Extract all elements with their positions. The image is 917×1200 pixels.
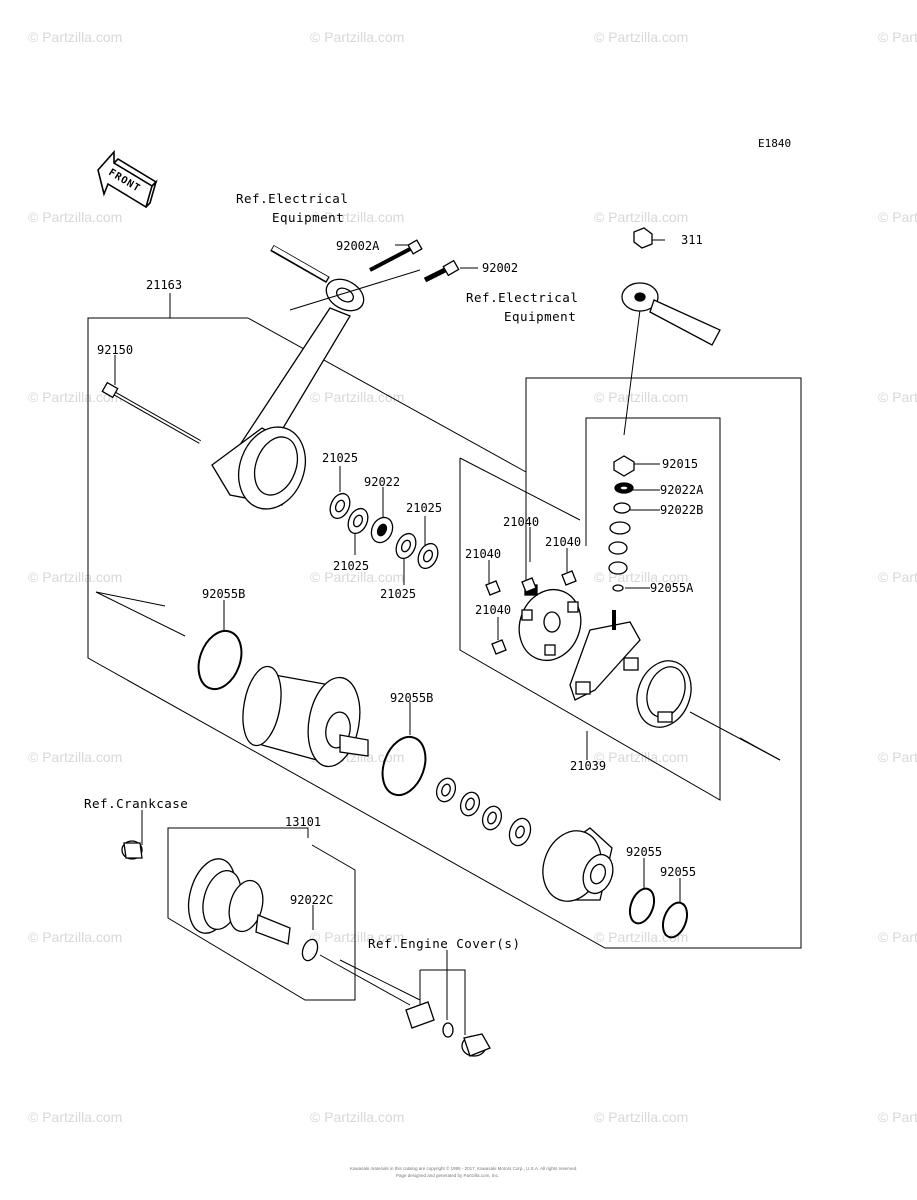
watermark: © Partzilla.com bbox=[310, 209, 404, 225]
part-label: 92022B bbox=[660, 503, 703, 517]
watermark: © Partzilla.com bbox=[310, 1109, 404, 1125]
footer-credit: Page designed and generated by Partzilla… bbox=[396, 1173, 499, 1178]
part-label: 92015 bbox=[662, 457, 698, 471]
ref-crankcase: Ref.Crankcase bbox=[84, 796, 188, 811]
part-label: 21040 bbox=[475, 603, 511, 617]
watermark: © Partzilla.com bbox=[310, 929, 404, 945]
watermark: © Partzilla.com bbox=[28, 569, 122, 585]
watermark: © Partzilla.com bbox=[594, 209, 688, 225]
part-label: 21025 bbox=[322, 451, 358, 465]
part-label: 92150 bbox=[97, 343, 133, 357]
watermark: © Partzilla.com bbox=[28, 1109, 122, 1125]
part-label: 13101 bbox=[285, 815, 321, 829]
cable-electrical-2 bbox=[621, 227, 721, 346]
part-label: 92055 bbox=[660, 865, 696, 879]
part-label: 92055A bbox=[650, 581, 694, 595]
watermark: © Partzilla.com bbox=[594, 1109, 688, 1125]
small-parts-right bbox=[608, 455, 635, 592]
ref-electrical-1-line1: Ref.Electrical bbox=[236, 191, 348, 206]
ref-electrical-2-line2: Equipment bbox=[504, 309, 576, 324]
watermark: © Partzilla.com bbox=[878, 389, 917, 405]
front-arrow-icon: FRONT bbox=[97, 149, 158, 209]
part-label: 92055B bbox=[390, 691, 433, 705]
ref-electrical-2-line1: Ref.Electrical bbox=[466, 290, 578, 305]
diagram-code: E1840 bbox=[758, 137, 791, 150]
end-cover bbox=[211, 426, 306, 510]
watermark: © Partzilla.com bbox=[594, 389, 688, 405]
watermark: © Partzilla.com bbox=[878, 929, 917, 945]
part-labels: 21163 92150 92002A 92002 311 92015 92022… bbox=[97, 233, 704, 907]
part-label: 92022 bbox=[364, 475, 400, 489]
starter-clutch bbox=[121, 840, 491, 1057]
watermark: © Partzilla.com bbox=[878, 209, 917, 225]
brush-holder bbox=[569, 610, 692, 728]
watermark: © Partzilla.com bbox=[310, 389, 404, 405]
watermark: © Partzilla.com bbox=[28, 929, 122, 945]
watermark: © Partzilla.com bbox=[878, 1109, 917, 1125]
part-label: 21040 bbox=[545, 535, 581, 549]
ref-engine-cover: Ref.Engine Cover(s) bbox=[368, 936, 521, 951]
reference-labels: Ref.Electrical Equipment Ref.Electrical … bbox=[84, 191, 578, 951]
part-label: 21039 bbox=[570, 759, 606, 773]
o-rings bbox=[197, 629, 689, 939]
part-label: 311 bbox=[681, 233, 703, 247]
motor-yoke bbox=[242, 665, 369, 768]
watermark: © Partzilla.com bbox=[28, 209, 122, 225]
watermark: © Partzilla.com bbox=[878, 29, 917, 45]
watermark: © Partzilla.com bbox=[878, 749, 917, 765]
part-label: 92002 bbox=[482, 261, 518, 275]
part-label: 92002A bbox=[336, 239, 380, 253]
ref-electrical-1-line2: Equipment bbox=[272, 210, 344, 225]
shims bbox=[435, 777, 532, 847]
part-label: 92022A bbox=[660, 483, 704, 497]
part-label: 92055 bbox=[626, 845, 662, 859]
part-label: 21025 bbox=[406, 501, 442, 515]
part-label: 21040 bbox=[503, 515, 539, 529]
bolts bbox=[101, 239, 460, 444]
washers bbox=[329, 492, 439, 570]
front-bracket bbox=[542, 827, 614, 902]
leader-lines bbox=[87, 239, 802, 1035]
part-label: 21025 bbox=[333, 559, 369, 573]
watermark: © Partzilla.com bbox=[310, 29, 404, 45]
part-label: 92055B bbox=[202, 587, 245, 601]
watermark: © Partzilla.com bbox=[594, 749, 688, 765]
watermark: © Partzilla.com bbox=[878, 569, 917, 585]
watermarks: © Partzilla.com © Partzilla.com © Partzi… bbox=[28, 29, 917, 1125]
watermark: © Partzilla.com bbox=[28, 749, 122, 765]
part-label: 21025 bbox=[380, 587, 416, 601]
part-label: 92022C bbox=[290, 893, 333, 907]
brush-plate bbox=[485, 570, 582, 662]
footer-copyright: Kawasaki materials in this catalog are c… bbox=[350, 1165, 577, 1171]
part-label: 21040 bbox=[465, 547, 501, 561]
watermark: © Partzilla.com bbox=[310, 569, 404, 585]
watermark: © Partzilla.com bbox=[28, 389, 122, 405]
watermark: © Partzilla.com bbox=[594, 29, 688, 45]
watermark: © Partzilla.com bbox=[28, 29, 122, 45]
part-label: 21163 bbox=[146, 278, 182, 292]
